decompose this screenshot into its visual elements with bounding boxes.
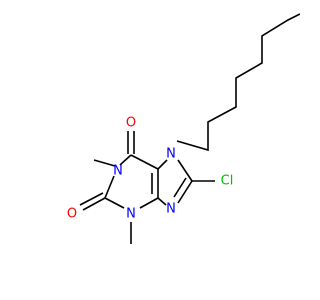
atom-o-carbonyl-left: O (67, 207, 77, 222)
bond-c8-n9-double (173, 177, 187, 198)
bond-n7-c8 (177, 159, 193, 182)
bonds (79, 13, 300, 244)
bond-c6-c5 (130, 154, 159, 170)
atom-n9: N (166, 202, 176, 217)
bond-n9-c4 (157, 197, 167, 206)
bond-c4-n3 (139, 197, 159, 209)
atom-o-carbonyl-top: O (126, 116, 136, 131)
bond-n3-c2 (104, 197, 125, 209)
atom-n3: N (126, 207, 136, 222)
bond-c5-n7 (157, 159, 168, 170)
atom-labels: O N N Cl N N O (67, 116, 233, 222)
molecule-structure: O N N Cl N N O (67, 13, 300, 244)
bond-n1-c6 (119, 154, 132, 166)
bond-c2-o (82, 197, 106, 211)
bond-c2-n1 (104, 175, 115, 199)
atom-n1: N (113, 164, 123, 179)
bond-n1-methyl (93, 159, 116, 167)
atom-n7: N (166, 147, 176, 162)
atom-cl: Cl (221, 174, 234, 189)
bond-c2-o-double (79, 192, 104, 206)
bond-c8-n9 (177, 180, 193, 204)
bond-octyl-chain (176, 13, 300, 152)
